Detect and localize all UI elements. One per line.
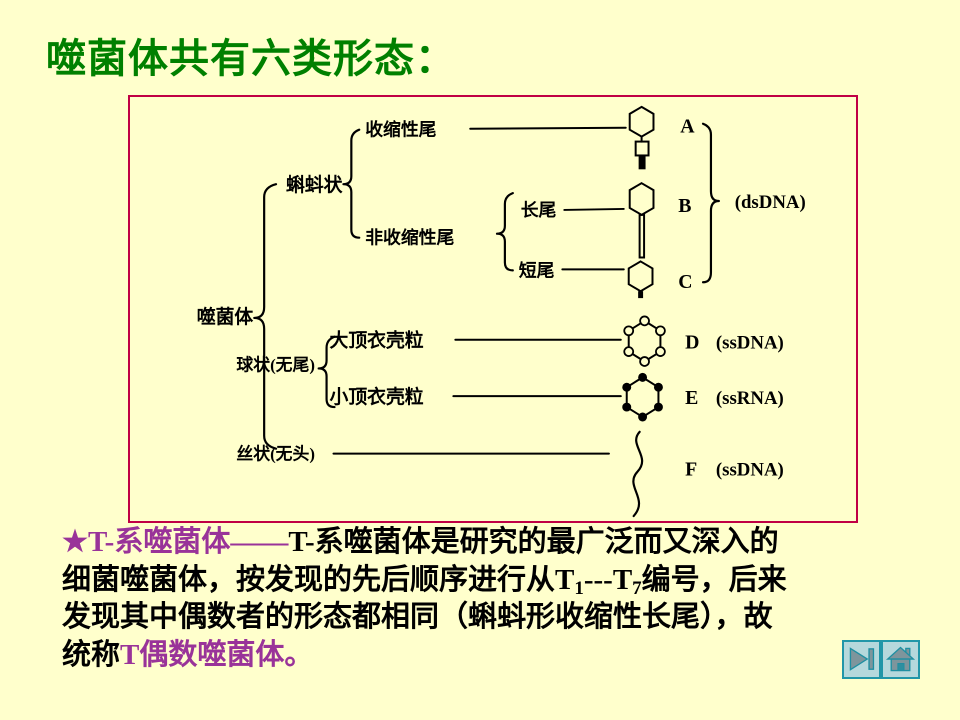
dsdna-brace [701,122,720,284]
phage-d-icon [623,315,666,367]
body-text: ★T-系噬菌体——T-系噬菌体是研究的最广泛而又深入的 细菌噬菌体，按发现的先后… [62,524,938,674]
nav-buttons [842,640,920,679]
label-short-tail: 短尾 [519,259,555,280]
next-slide-button[interactable] [842,640,881,679]
line-longtail-to-b [563,207,625,211]
home-button[interactable] [881,640,920,679]
phage-f-icon [632,430,644,518]
phage-e-icon [622,372,663,422]
label-genome-d: (ssDNA) [716,333,784,354]
label-genome-f: (ssDNA) [716,459,784,480]
label-contractile-tail: 收缩性尾 [365,119,436,140]
label-letter-e: E [685,387,699,409]
line3: 发现其中偶数者的形态都相同（蝌蚪形收缩性长尾），故 [62,601,773,633]
t-series-highlight: ★T-系噬菌体—— [62,526,289,558]
line2-post: 编号，后来 [641,563,787,596]
label-tadpole: 蝌蚪状 [286,173,343,196]
tadpole-brace [342,128,361,239]
line-contractile-to-a [469,126,627,130]
body-text-line-4: 统称T偶数噬菌体。 [62,637,938,675]
line4-pre: 统称 [62,638,121,671]
body-text-line-2: 细菌噬菌体，按发现的先后顺序进行从T1---T7编号，后来 [62,562,938,600]
phage-b-icon [628,182,655,259]
t7-subscript: 7 [632,577,642,599]
label-letter-a: A [680,116,695,138]
body-text-line-1: ★T-系噬菌体——T-系噬菌体是研究的最广泛而又深入的 [62,524,938,562]
label-spherical: 球状(无尾) [236,354,315,374]
label-genome-dsdna: (dsDNA) [735,192,806,213]
label-filamentous: 丝状(无头) [236,444,315,464]
phage-classification-diagram: 噬菌体 蝌蚪状 收缩性尾 非收缩性尾 长尾 短尾 球状(无尾) 大顶衣壳粒 小顶… [128,95,858,523]
label-long-tail: 长尾 [521,200,557,220]
page-title: 噬菌体共有六类形态： [46,36,456,81]
phage-c-icon [627,260,654,299]
label-letter-d: D [685,332,700,354]
home-icon [885,646,916,672]
t1-subscript: 1 [574,577,584,599]
label-letter-f: F [685,458,698,480]
label-large-capsomere: 大顶衣壳粒 [330,329,424,352]
phage-a-icon [628,105,655,170]
root-brace [253,183,278,450]
spherical-brace [317,335,336,409]
body-text-line-3: 发现其中偶数者的形态都相同（蝌蚪形收缩性长尾），故 [62,599,938,637]
line2-pre: 细菌噬菌体，按发现的先后顺序进行从T [62,563,575,596]
line2-mid: ---T [583,563,633,596]
t-even-highlight: T偶数噬菌体。 [120,638,314,671]
skip-forward-icon [849,647,875,671]
label-small-capsomere: 小顶衣壳粒 [330,385,424,408]
label-letter-c: C [678,271,693,293]
label-letter-b: B [678,195,692,217]
label-root: 噬菌体 [197,305,254,328]
noncontractile-brace [495,192,514,272]
diagram-canvas: 噬菌体 蝌蚪状 收缩性尾 非收缩性尾 长尾 短尾 球状(无尾) 大顶衣壳粒 小顶… [197,105,806,518]
label-noncontractile-tail: 非收缩性尾 [365,227,454,248]
label-genome-e: (ssRNA) [716,388,784,409]
line1-rest: T-系噬菌体是研究的最广泛而又深入的 [288,526,779,558]
